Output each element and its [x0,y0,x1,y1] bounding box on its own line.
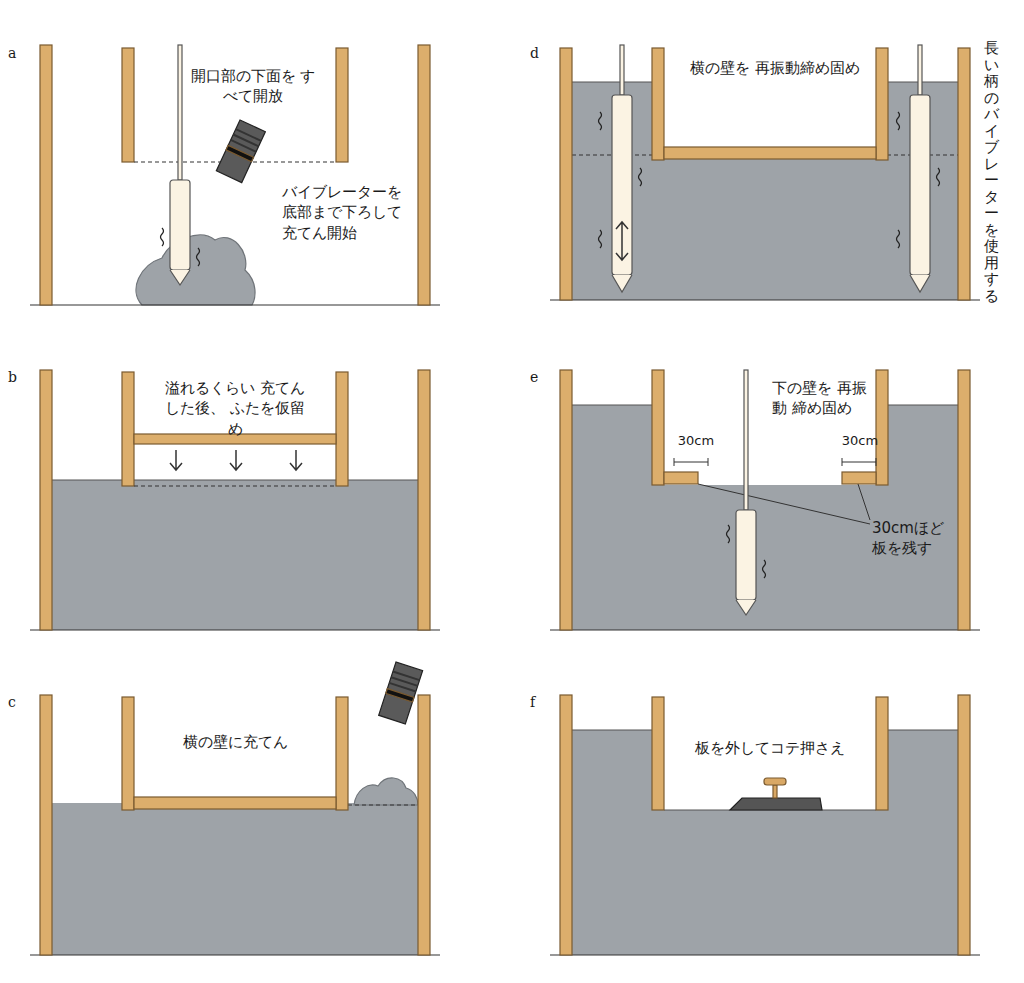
vertical-note: 長い柄のバイブレーターを使用する [984,40,999,304]
note: バイブレーターを 底部まで下ろして 充てん開始 [282,182,412,243]
panel-letter: b [8,368,28,387]
panel-letter: e [530,368,550,387]
panel-letter: f [530,693,550,712]
panel-letter: a [8,44,28,63]
note: 開口部の下面を すべて開放 [188,66,318,107]
note: 溢れるくらい 充てんした後、 ふたを仮留め [160,378,310,439]
dimension-label: 30cm [838,432,882,450]
callout-note: 30cmほど 板を残す [872,518,952,559]
dimension-label: 30cm [674,432,718,450]
note: 横の壁に充てん [170,732,300,752]
note: 板を外してコテ押さえ [682,738,858,758]
note: 横の壁を 再振動締め固め [690,58,860,78]
note: 下の壁を 再振動 締め固め [772,378,872,419]
panel-letter: d [530,44,550,63]
panel-letter: c [8,693,28,712]
